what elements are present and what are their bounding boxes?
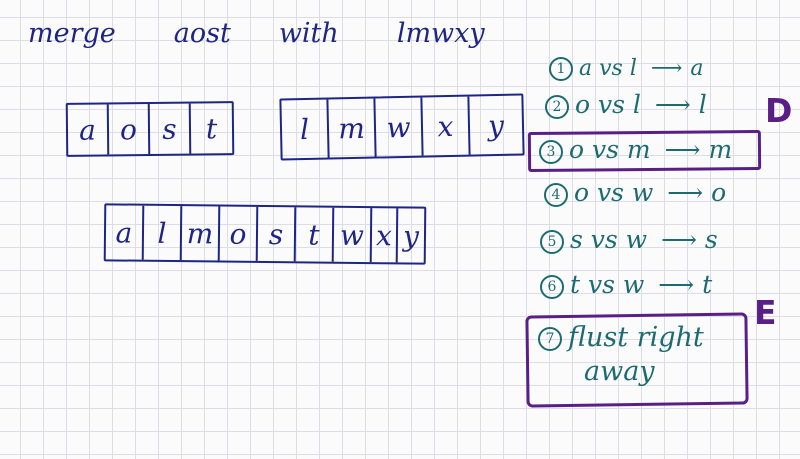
array-cell: x xyxy=(371,208,399,263)
array-lmwxy: l m w x y xyxy=(279,93,525,161)
arrow-icon: ⟶ xyxy=(661,225,697,254)
step-text: s vs w xyxy=(570,225,648,254)
array-cell: o xyxy=(219,206,259,261)
array-cell: y xyxy=(402,218,420,253)
step-result: m xyxy=(708,135,733,164)
array-cell: m xyxy=(181,206,221,261)
array-cell: y xyxy=(487,108,505,142)
array-cell: w xyxy=(333,207,373,263)
step-number: 3 xyxy=(539,139,563,164)
array-aost: a o s t xyxy=(65,101,235,157)
arrow-icon: ⟶ xyxy=(667,178,704,207)
step-text: a vs l xyxy=(579,56,637,81)
step-text: flust right xyxy=(568,322,704,353)
step-number: 4 xyxy=(544,182,568,207)
title-word-with: with xyxy=(278,18,339,49)
array-cell: a xyxy=(105,205,145,260)
array-cell: t xyxy=(205,111,218,145)
step-text: away xyxy=(584,356,655,387)
label-d: D xyxy=(765,91,793,130)
step-result: o xyxy=(711,178,727,207)
step-text: o vs m xyxy=(569,135,651,164)
step-number: 2 xyxy=(545,94,569,119)
arrow-icon: ⟶ xyxy=(658,270,695,299)
arrow-icon: ⟶ xyxy=(664,135,701,164)
title-word-merge: merge xyxy=(28,18,116,49)
step-result: t xyxy=(702,270,713,299)
array-cell: o xyxy=(108,104,151,155)
title-word-lmwxy: lmwxy xyxy=(396,18,485,49)
array-cell: l xyxy=(143,205,183,261)
array-cell: l xyxy=(281,99,330,159)
array-cell: a xyxy=(67,104,110,155)
array-merged: a l m o s t w x y xyxy=(103,203,427,265)
step-result: s xyxy=(704,225,718,254)
step-number: 5 xyxy=(540,229,564,254)
step-7-continued: away xyxy=(584,356,655,387)
array-cell: w xyxy=(375,97,424,157)
arrow-icon: ⟶ xyxy=(650,56,683,81)
array-cell: m xyxy=(328,98,377,158)
step-result: l xyxy=(698,90,707,119)
step-text: t vs w xyxy=(570,270,645,299)
step-number: 6 xyxy=(540,274,564,299)
label-e: E xyxy=(754,293,777,332)
array-cell: t xyxy=(295,207,335,262)
step-result: a xyxy=(690,56,704,81)
array-cell: x xyxy=(422,96,471,156)
step-number: 1 xyxy=(549,57,573,81)
page-title: merge aost with lmwxy xyxy=(28,18,485,49)
step-text: o vs l xyxy=(575,90,641,119)
arrow-icon: ⟶ xyxy=(654,90,691,119)
step-text: o vs w xyxy=(574,178,654,207)
array-cell: s xyxy=(257,206,297,262)
title-word-aost: aost xyxy=(173,18,231,49)
array-cell: s xyxy=(149,103,192,154)
step-number: 7 xyxy=(538,326,562,351)
